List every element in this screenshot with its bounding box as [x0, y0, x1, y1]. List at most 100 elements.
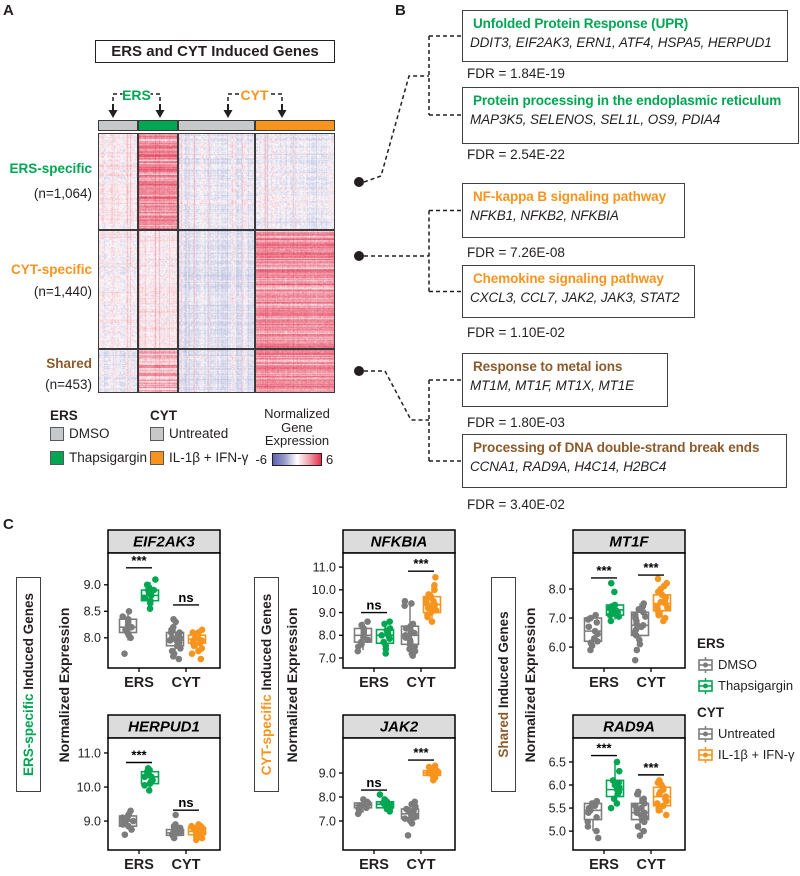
- connector-dot: [354, 366, 364, 376]
- box-cyt-control: [630, 788, 650, 840]
- heatmap-title: ERS and CYT Induced Genes: [95, 40, 335, 63]
- row-group-label: CYT-specific: [10, 262, 92, 277]
- significance-label: ns: [366, 775, 381, 790]
- box-cyt-control: [165, 811, 185, 842]
- boxplot-legend: ERS DMSO Thapsigargin CYT Untreated IL-1…: [697, 636, 794, 765]
- pathway-box: Unfolded Protein Response (UPR) DDIT3, E…: [462, 10, 788, 62]
- heatmap-header-1: [138, 120, 178, 131]
- box-cyt-treated: [652, 777, 672, 819]
- pathway-genes: CXCL3, CCL7, JAK2, JAK3, STAT2: [470, 290, 680, 305]
- boxplot-glyph: [698, 677, 713, 694]
- colorbar-max: 6: [326, 452, 334, 467]
- legend-item-label: Untreated: [169, 426, 229, 441]
- pathway-title: Unfolded Protein Response (UPR): [473, 16, 689, 31]
- significance-label: ***: [413, 556, 429, 571]
- box-ers-treated: [605, 579, 625, 625]
- ers-legend-title: ERS: [50, 408, 78, 423]
- connector-dot: [354, 251, 364, 261]
- y-tick-label: 11.0: [313, 560, 336, 574]
- box-ers-control: [118, 807, 138, 838]
- box-cyt-treated: [422, 574, 442, 625]
- heatmap-header-0: [98, 120, 138, 131]
- y-tick-label: 11.0: [78, 746, 101, 760]
- x-group-label: ERS: [589, 675, 619, 691]
- heatmap-group-arrow-label: CYT: [241, 87, 269, 103]
- box-cyt-control: [400, 597, 420, 660]
- box-cyt-treated: [422, 762, 442, 784]
- x-group-label: CYT: [172, 857, 201, 873]
- box-ers-treated: [375, 791, 395, 815]
- y-tick-label: 5.5: [549, 801, 566, 815]
- pathway-title: NF-kappa B signaling pathway: [473, 189, 666, 204]
- colorbar: [272, 453, 322, 466]
- y-tick-label: 9.0: [84, 814, 101, 828]
- x-group-label: ERS: [359, 857, 389, 873]
- y-tick-label: 9.0: [84, 578, 101, 592]
- legend-swatch: [50, 426, 64, 441]
- legend-item: DMSO: [697, 654, 794, 675]
- x-group-label: ERS: [589, 857, 619, 873]
- pathway-title: Protein processing in the endoplasmic re…: [473, 93, 782, 108]
- box-ers-treated: [140, 764, 160, 794]
- legend-swatch: [150, 426, 164, 441]
- significance-label: ns: [366, 598, 381, 613]
- heatmap-group-arrow: CYT: [223, 87, 287, 118]
- pathway-fdr: FDR = 3.40E-02: [467, 497, 565, 512]
- box-cyt-control: [400, 798, 420, 839]
- boxplot-glyph: [698, 746, 713, 763]
- boxplot-legend-cyt-title: CYT: [697, 705, 724, 720]
- box-ers-treated: [605, 758, 625, 812]
- pathway-genes: DDIT3, EIF2AK3, ERN1, ATF4, HSPA5, HERPU…: [470, 35, 772, 50]
- heatmap-block-border: [255, 133, 335, 393]
- row-group-n: (n=453): [45, 377, 92, 392]
- pathway-genes: CCNA1, RAD9A, H4C14, H2BC4: [470, 459, 667, 474]
- pathway-fdr: FDR = 1.84E-19: [467, 66, 565, 81]
- pathway-genes: MT1M, MT1F, MT1X, MT1E: [470, 378, 635, 393]
- x-group-label: ERS: [124, 857, 154, 873]
- heatmap-row-separator: [98, 229, 335, 231]
- box-ers-control: [353, 618, 373, 655]
- pathway-fdr: FDR = 7.26E-08: [467, 245, 565, 260]
- x-group-label: ERS: [359, 675, 389, 691]
- heatmap-group-arrow: ERS: [108, 87, 165, 118]
- pathway-connector: [354, 35, 462, 187]
- row-group-label: Shared: [46, 356, 92, 371]
- y-tick-label: 9.0: [319, 606, 336, 620]
- y-tick-label: 8.0: [84, 631, 101, 645]
- pathway-fdr: FDR = 1.10E-02: [467, 325, 565, 340]
- y-tick-label: 6.0: [549, 778, 566, 792]
- box-ers-control: [353, 796, 373, 818]
- boxplot-gene-title: MT1F: [609, 534, 649, 551]
- legend-item-label: Thapsigargin: [69, 450, 148, 465]
- legend-item-label: IL-1β + IFN-γ: [169, 450, 249, 465]
- legend-item-label: IL-1β + IFN-γ: [718, 747, 795, 762]
- pathway-box: Response to metal ions MT1M, MT1F, MT1X,…: [462, 353, 668, 407]
- pathway-title: Response to metal ions: [473, 359, 623, 374]
- x-group-label: ERS: [124, 675, 154, 691]
- cyt-legend-title: CYT: [150, 408, 177, 423]
- colorbar-min: -6: [255, 452, 267, 467]
- y-tick-label: 7.0: [319, 651, 336, 665]
- pathway-box: Processing of DNA double-strand break en…: [462, 434, 787, 488]
- heatmap-header-2: [178, 120, 255, 131]
- pathway-title: Chemokine signaling pathway: [473, 271, 664, 286]
- significance-label: ns: [178, 795, 193, 810]
- row-group-n: (n=1,440): [33, 284, 92, 299]
- boxplot-gene-title: JAK2: [380, 719, 419, 736]
- boxplot-glyph: [698, 656, 713, 673]
- significance-label: ns: [178, 590, 193, 605]
- legend-item: Thapsigargin: [697, 675, 794, 696]
- x-group-label: CYT: [637, 857, 666, 873]
- box-cyt-control: [165, 615, 185, 663]
- box-ers-control: [118, 607, 138, 657]
- pathway-box: NF-kappa B signaling pathway NFKB1, NFKB…: [462, 183, 685, 238]
- boxplot-gene-title: EIF2AK3: [133, 534, 195, 551]
